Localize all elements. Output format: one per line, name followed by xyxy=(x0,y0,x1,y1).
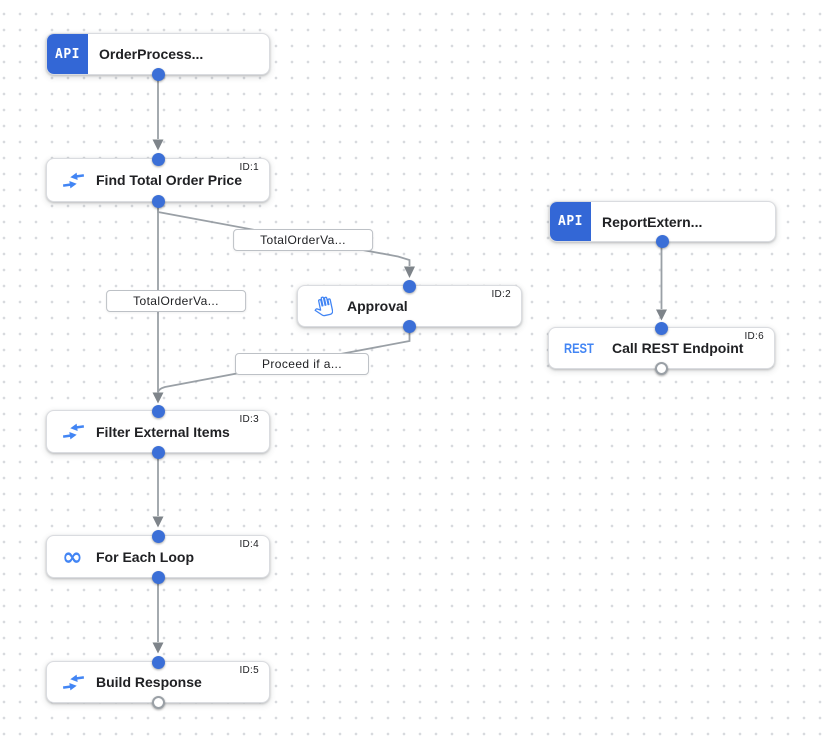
data-mapping-icon xyxy=(62,673,88,692)
edge-label-proceed-condition[interactable]: Proceed if a... xyxy=(234,353,370,375)
api-trigger-badge: API xyxy=(47,34,88,74)
trigger-node-reportextern[interactable]: API ReportExtern... xyxy=(549,201,776,248)
node-title: Call REST Endpoint xyxy=(612,340,744,356)
rest-icon: REST xyxy=(564,340,594,356)
node-id-badge: ID:3 xyxy=(239,414,259,425)
task-node-filter-external-items[interactable]: Filter External Items ID:3 xyxy=(46,404,270,459)
node-id-badge: ID:1 xyxy=(239,162,259,173)
arrowhead-icon xyxy=(152,642,164,654)
task-node-approval[interactable]: Approval ID:2 xyxy=(297,279,522,333)
node-title: Build Response xyxy=(96,674,202,690)
data-mapping-icon xyxy=(62,171,88,190)
arrowhead-icon xyxy=(152,139,164,151)
input-port[interactable] xyxy=(151,529,165,543)
trigger-node-orderprocess[interactable]: API OrderProcess... xyxy=(46,33,270,81)
arrowhead-icon xyxy=(152,516,164,528)
output-port[interactable] xyxy=(151,67,165,81)
pan-tool-icon xyxy=(313,296,339,317)
output-port[interactable] xyxy=(151,194,165,208)
api-trigger-badge: API xyxy=(550,202,591,241)
node-id-badge: ID:6 xyxy=(744,331,764,342)
task-node-find-total-order-price[interactable]: Find Total Order Price ID:1 xyxy=(46,152,270,208)
output-port[interactable] xyxy=(151,570,165,584)
data-mapping-icon xyxy=(62,422,88,441)
terminal-output-port[interactable] xyxy=(655,361,668,375)
node-id-badge: ID:5 xyxy=(239,665,259,676)
node-id-badge: ID:2 xyxy=(491,289,511,300)
node-title: Approval xyxy=(347,298,408,314)
task-node-for-each-loop[interactable]: ∞ For Each Loop ID:4 xyxy=(46,529,270,584)
edge-approval-to-filter[interactable] xyxy=(157,328,411,394)
arrowhead-icon xyxy=(656,309,667,321)
node-id-badge: ID:4 xyxy=(239,539,259,550)
edge-label-totalorder-to-approval[interactable]: TotalOrderVa... xyxy=(233,229,373,251)
node-title: For Each Loop xyxy=(96,548,194,565)
node-title: Filter External Items xyxy=(96,423,230,440)
infinity-icon: ∞ xyxy=(62,541,83,571)
node-title: OrderProcess... xyxy=(99,46,204,62)
output-port[interactable] xyxy=(656,234,669,248)
edge-label-totalorder-to-filter[interactable]: TotalOrderVa... xyxy=(106,290,246,312)
output-port[interactable] xyxy=(403,319,416,333)
node-title: ReportExtern... xyxy=(602,213,703,230)
input-port[interactable] xyxy=(655,321,668,335)
input-port[interactable] xyxy=(151,152,165,166)
input-port[interactable] xyxy=(403,279,416,293)
input-port[interactable] xyxy=(151,655,165,669)
node-title: Find Total Order Price xyxy=(96,172,242,188)
task-node-build-response[interactable]: Build Response ID:5 xyxy=(46,655,270,709)
arrowhead-icon xyxy=(152,392,164,404)
terminal-output-port[interactable] xyxy=(151,695,165,709)
arrowhead-icon xyxy=(404,266,415,278)
output-port[interactable] xyxy=(151,445,165,459)
task-node-call-rest-endpoint[interactable]: REST Call REST Endpoint ID:6 xyxy=(548,321,775,375)
input-port[interactable] xyxy=(151,404,165,418)
